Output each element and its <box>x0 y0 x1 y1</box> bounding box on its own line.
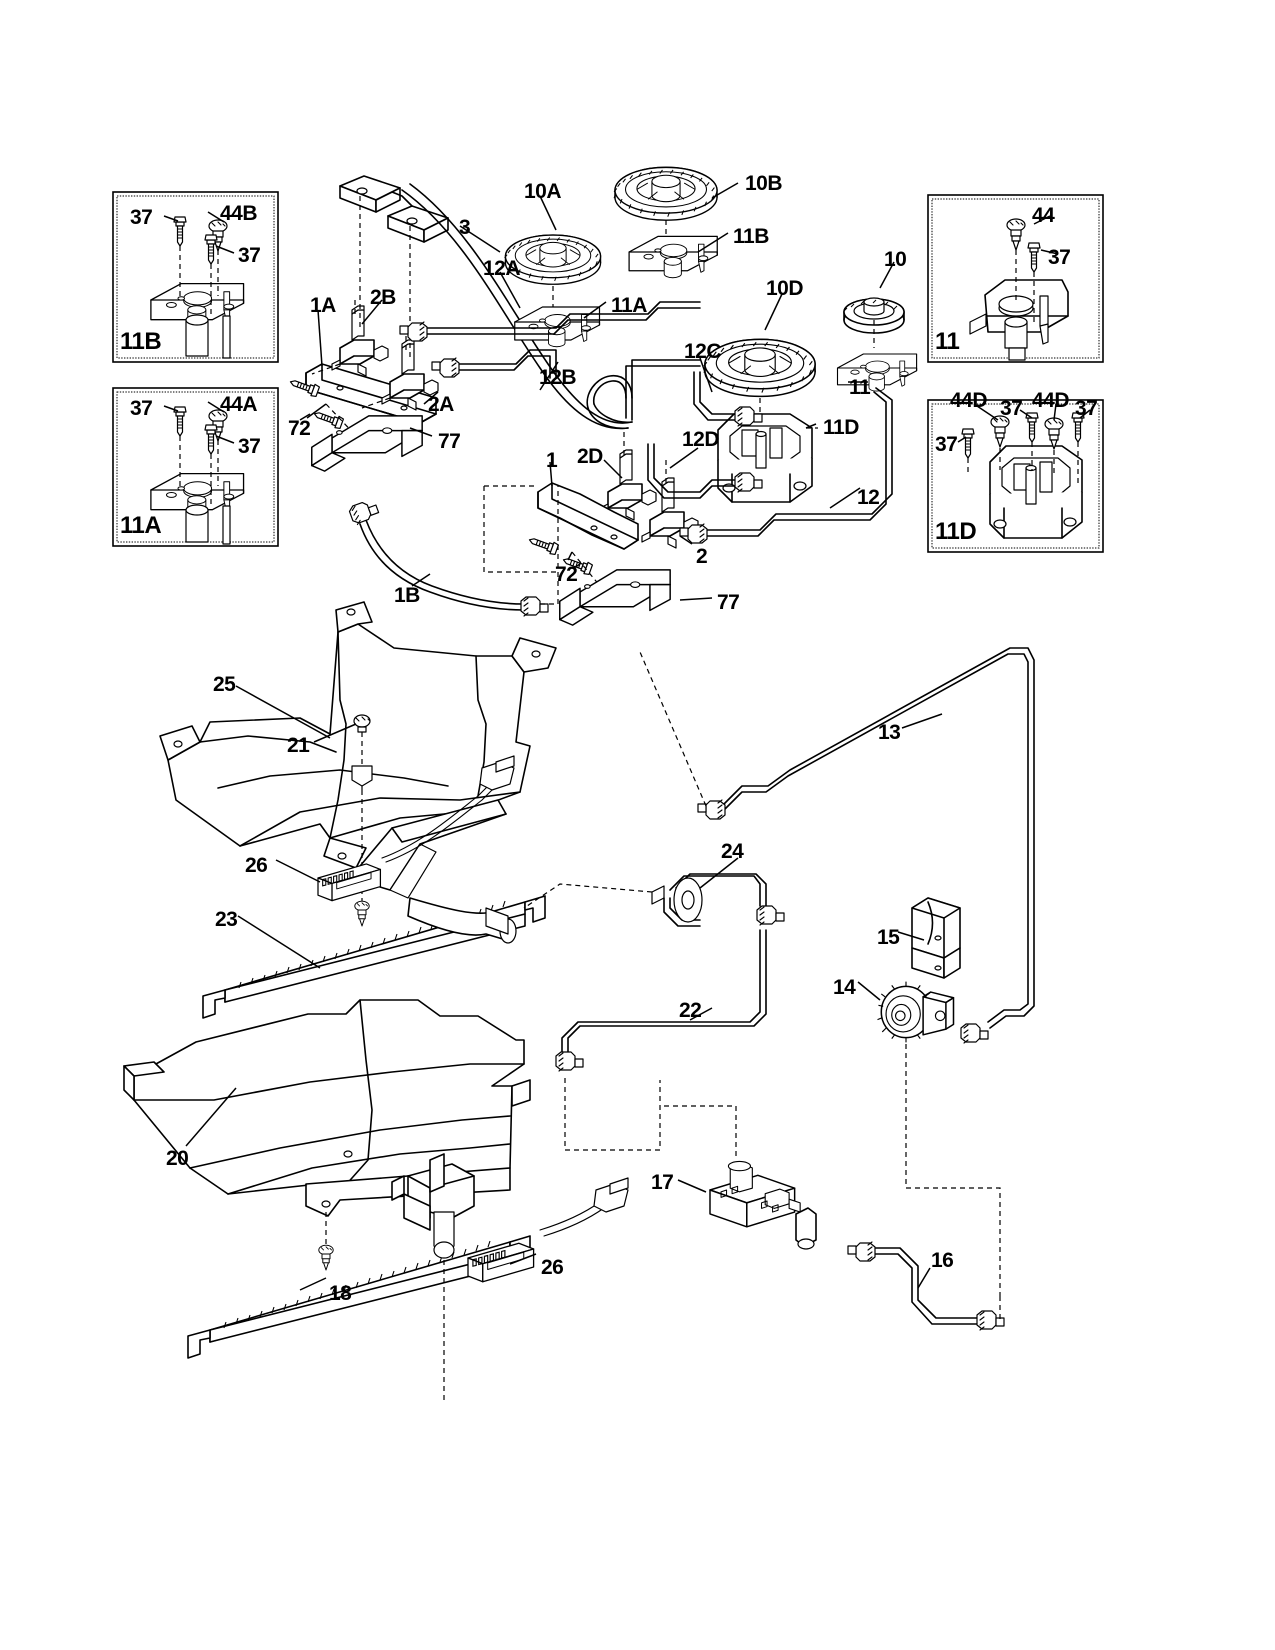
part-13-gas-tube <box>639 647 1035 1029</box>
callout-2B: 2B <box>370 286 396 309</box>
part-12-tube <box>679 387 893 544</box>
inset-callout-11A-37-2: 37 <box>238 435 261 458</box>
callout-24: 24 <box>721 840 744 863</box>
part-18-oven-burner <box>187 1235 531 1359</box>
oven-burner-tube-upper <box>349 799 517 944</box>
part-2A-valve <box>361 336 439 411</box>
inset-11B-art <box>150 211 245 359</box>
oven-burner-tube-lower <box>391 1153 475 1400</box>
part-1B-tube <box>347 486 559 617</box>
part-25-burner-shield <box>159 601 557 869</box>
part-11A-base <box>514 301 607 348</box>
inset-label-11B: 11B <box>120 328 162 355</box>
callout-1A: 1A <box>310 294 336 317</box>
callout-77: 77 <box>438 430 461 453</box>
callout-10B: 10B <box>745 172 783 195</box>
callout-77: 77 <box>717 591 740 614</box>
callout-11A: 11A <box>611 294 647 317</box>
inset-callout-11-44-0: 44 <box>1032 204 1055 227</box>
inset-11-art <box>969 215 1069 361</box>
inset-callout-11D-44D-0: 44D <box>950 389 988 412</box>
callout-72: 72 <box>288 417 311 440</box>
part-17-oven-safety-valve <box>660 1105 817 1250</box>
part-15-bracket <box>897 897 961 979</box>
inset-callout-11D-44D-2: 44D <box>1032 389 1070 412</box>
part-3-wire-harness <box>401 183 701 430</box>
callout-10A: 10A <box>524 180 562 203</box>
inset-callout-11A-44A-1: 44A <box>220 393 258 416</box>
part-26-igniter-upper <box>275 755 515 902</box>
callout-22: 22 <box>679 999 702 1022</box>
callout-12: 12 <box>857 486 880 509</box>
part-77-bracket-upper <box>311 415 433 472</box>
callout-2: 2 <box>696 545 708 568</box>
inset-callout-11A-37-0: 37 <box>130 397 153 420</box>
callout-11D: 11D <box>823 416 859 439</box>
inset-11D-art <box>957 403 1091 539</box>
callout-25: 25 <box>213 673 236 696</box>
callout-16: 16 <box>931 1249 954 1272</box>
part-2B-valve <box>311 299 389 377</box>
inset-label-11A: 11A <box>120 512 162 539</box>
callout-12B: 12B <box>539 366 577 389</box>
callout-18: 18 <box>329 1282 352 1305</box>
part-1A-manifold <box>305 309 437 424</box>
callout-1B: 1B <box>394 584 420 607</box>
part-2-valve <box>641 460 699 549</box>
tube-support-bracket-upper <box>339 175 449 358</box>
part-77-bracket-lower <box>559 569 713 626</box>
callout-11: 11 <box>849 376 871 399</box>
part-10-cap <box>843 261 905 348</box>
callout-26: 26 <box>541 1256 564 1279</box>
inset-callout-11B-37-2: 37 <box>238 244 261 267</box>
part-26-igniter-lower <box>467 1177 629 1283</box>
callout-26: 26 <box>245 854 268 877</box>
part-12D-tube <box>647 443 763 499</box>
part-23-oven-burner-upper <box>202 895 546 1019</box>
callout-10: 10 <box>884 248 907 271</box>
inset-label-11: 11 <box>935 328 960 355</box>
inset-callout-11D-37-3: 37 <box>1075 397 1098 420</box>
part-11-base-right <box>836 353 918 392</box>
callout-1: 1 <box>546 449 558 472</box>
callout-12D: 12D <box>682 428 720 451</box>
callout-12A: 12A <box>483 257 521 280</box>
part-11D-base <box>717 413 818 503</box>
callout-21: 21 <box>287 734 310 757</box>
part-22-tube <box>555 929 767 1151</box>
part-72-screws-lower <box>526 533 601 587</box>
part-12B-tube <box>431 349 559 391</box>
callout-14: 14 <box>833 976 856 999</box>
callout-10D: 10D <box>766 277 804 300</box>
part-12C-tube <box>693 357 763 427</box>
part-11B-base <box>628 232 729 279</box>
callout-13: 13 <box>878 721 901 744</box>
part-20-bottom-shield <box>123 999 531 1271</box>
callout-12C: 12C <box>684 340 722 363</box>
part-16-tube <box>847 1241 1005 1331</box>
callout-72: 72 <box>555 563 578 586</box>
inset-11A-art <box>150 401 245 545</box>
callout-15: 15 <box>877 926 900 949</box>
callout-11B: 11B <box>733 225 769 248</box>
inset-callout-11D-37-1: 37 <box>1000 397 1023 420</box>
part-2D-valve <box>599 432 657 521</box>
part-10B-burner-head <box>613 166 739 244</box>
callout-2D: 2D <box>577 445 603 468</box>
callout-23: 23 <box>215 908 238 931</box>
part-14-pressure-regulator <box>857 980 1001 1296</box>
inset-callout-11D-37-4: 37 <box>935 433 958 456</box>
callout-20: 20 <box>166 1147 189 1170</box>
callout-2A: 2A <box>428 393 454 416</box>
inset-label-11D: 11D <box>935 518 977 545</box>
callout-3: 3 <box>459 216 471 239</box>
callout-17: 17 <box>651 1171 674 1194</box>
inset-callout-11B-37-0: 37 <box>130 206 153 229</box>
inset-callout-11B-44B-1: 44B <box>220 202 258 225</box>
part-12A-tube <box>399 271 701 342</box>
part-1-manifold <box>483 461 639 573</box>
part-24-elbow <box>523 857 785 927</box>
inset-callout-11-37-1: 37 <box>1048 246 1071 269</box>
